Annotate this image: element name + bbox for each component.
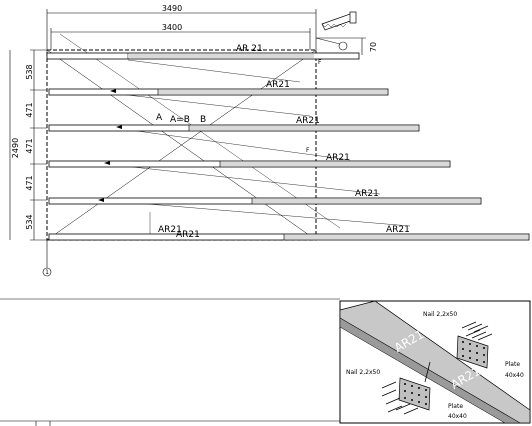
label-ar21-3: AR21 — [326, 153, 350, 163]
dim-seg-3: 471 — [25, 175, 34, 190]
detail-plate-bottom — [398, 377, 431, 411]
dim-seg-1: 471 — [25, 102, 34, 117]
label-f-2: F — [306, 147, 310, 154]
detail-plate-top-name: Plate — [505, 361, 520, 368]
detail-plate-bottom-size: 40x40 — [448, 413, 467, 420]
dim-seg-2: 471 — [25, 138, 34, 153]
detail-box: AR21 AR21 Nail 2,2x50 Plate 40x40 — [339, 300, 531, 424]
label-b: B — [200, 115, 206, 125]
cut-marker-circle — [338, 41, 348, 51]
detail-plate-bottom-name: Plate — [448, 403, 463, 410]
label-ar21-2: AR21 — [296, 116, 320, 126]
label-ar21-4: AR21 — [355, 189, 379, 199]
axis-marker-circle — [42, 267, 52, 277]
dim-seg-top: 538 — [25, 64, 34, 79]
frame-outline — [46, 49, 317, 241]
detail-plate-top — [456, 335, 489, 369]
saw-icon — [321, 11, 357, 31]
axis-marker-label: 1 — [45, 269, 49, 276]
detail-plate-top-size: 40x40 — [505, 372, 524, 379]
dim-seg-bottom: 534 — [25, 214, 34, 229]
dim-overall-width: 3490 — [162, 4, 182, 13]
dim-offset-right: 70 — [369, 42, 378, 52]
dim-inner-width: 3400 — [162, 23, 182, 32]
label-ar21-7: AR21 — [386, 225, 410, 235]
label-a: A — [156, 113, 163, 123]
label-ar21-1: AR21 — [266, 80, 290, 90]
detail-nail-bottom-label: Nail 2,2x50 — [346, 369, 380, 376]
detail-nail-top-label: Nail 2,2x50 — [423, 311, 457, 318]
boards — [46, 52, 530, 241]
label-ar21-6: AR21 — [176, 230, 200, 240]
label-f-1: F — [318, 59, 322, 66]
label-ar21-top: AR 21 — [236, 44, 263, 54]
label-ar21-5: AR21 — [158, 225, 182, 235]
dim-overall-height: 2490 — [11, 138, 20, 158]
label-a-eq-b: A=B — [170, 115, 190, 125]
